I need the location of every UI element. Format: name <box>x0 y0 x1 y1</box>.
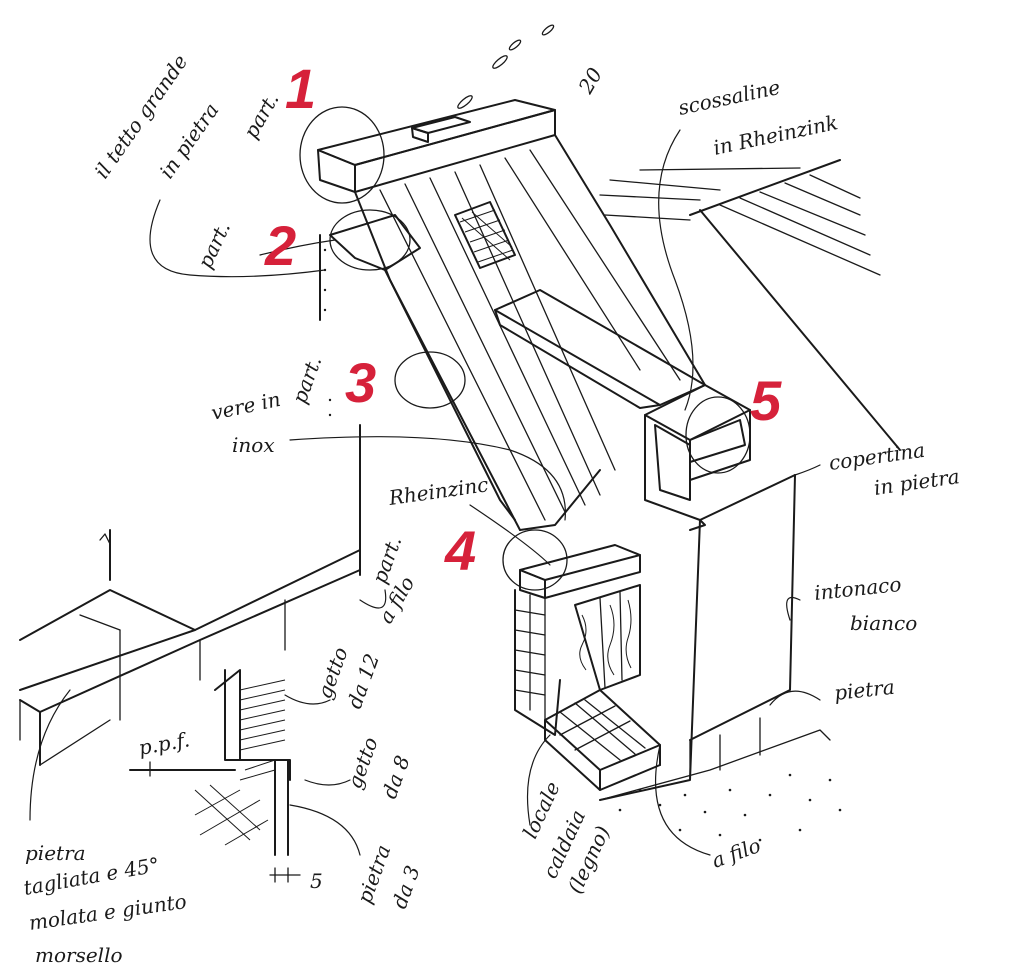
section-hatch <box>194 679 286 846</box>
leader-lines <box>29 129 821 856</box>
note-1-b: in pietra <box>154 98 223 182</box>
note-getto8-a: getto <box>342 734 383 792</box>
note-pietra-left-c: molata e giunto <box>27 889 188 935</box>
note-2: part. <box>193 218 235 272</box>
skylight-hatch <box>459 209 514 263</box>
right-roof <box>599 159 901 451</box>
building-walls <box>514 474 831 801</box>
note-pietra-left-d: morsello <box>35 943 123 967</box>
note-intonaco-a: intonaco <box>813 572 902 605</box>
note-a-filo-2: a filo <box>709 833 764 873</box>
note-1-c: part. <box>239 88 284 142</box>
note-pietra-right: pietra <box>833 675 896 705</box>
note-copertina-a: copertina <box>827 438 926 475</box>
note-scossaline-a: scossaline <box>676 75 782 120</box>
detail-number-3: 3 <box>345 351 376 414</box>
note-3-vere-b: inox <box>232 433 275 457</box>
left-wall-pavement <box>19 234 361 766</box>
note-dim-20: 20 <box>573 63 607 98</box>
note-getto8-b: da 8 <box>377 752 415 801</box>
detail-circles <box>299 106 751 591</box>
detail-numbers: 1 2 3 4 5 <box>264 57 782 582</box>
terrace-block <box>644 384 796 531</box>
detail-number-1: 1 <box>285 57 316 120</box>
note-copertina-b: in pietra <box>872 464 961 500</box>
detail-number-5: 5 <box>750 369 782 432</box>
note-ppf: p.p.f. <box>137 727 192 760</box>
note-dim-5: 5 <box>310 869 323 893</box>
section-detail <box>129 669 301 883</box>
detail-number-2: 2 <box>264 214 296 277</box>
note-intonaco-b: bianco <box>850 611 917 635</box>
sloped-roof <box>317 24 706 531</box>
handwritten-notes: il tetto grande in pietra part. part. pa… <box>22 50 961 967</box>
note-scossaline-b: in Rheinzink <box>711 110 840 160</box>
detail-number-4: 4 <box>444 519 476 582</box>
note-3-vere-a: vere in <box>209 387 283 425</box>
door-glass <box>579 599 632 676</box>
note-pietra3-b: da 3 <box>387 862 425 911</box>
note-pietra-left-a: pietra <box>25 841 86 865</box>
note-3: part. <box>287 353 326 407</box>
note-rheinzinc-mid: Rheinzinc <box>386 472 489 510</box>
ground-dots <box>323 248 842 842</box>
